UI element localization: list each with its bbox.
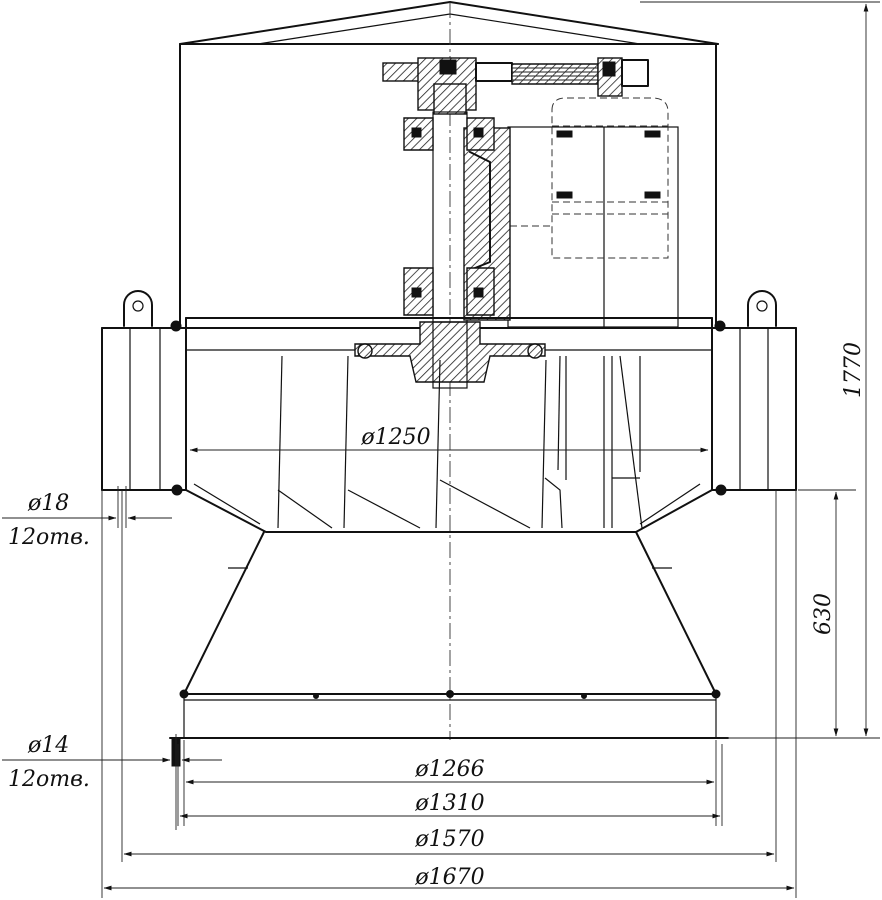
hole-upper-count: 12отв. xyxy=(8,525,90,550)
dim-d1310: ø1310 xyxy=(414,791,484,816)
impeller-housing xyxy=(171,327,727,533)
outlet-diffuser xyxy=(179,531,721,738)
shaft-bearing-unit xyxy=(403,83,511,335)
dim-height-total: 1770 xyxy=(841,342,866,398)
lifting-eye-right xyxy=(747,290,777,327)
dim-height-lower: 630 xyxy=(811,593,836,635)
hole-lower-diameter: ø14 xyxy=(27,733,69,758)
hole-upper-diameter: ø18 xyxy=(27,491,69,516)
dim-d1670: ø1670 xyxy=(414,865,484,890)
lifting-eye-left xyxy=(123,290,153,327)
roof-hood xyxy=(179,1,719,326)
hole-lower-count: 12отв. xyxy=(8,767,90,792)
dim-d1266: ø1266 xyxy=(414,757,484,782)
dimension-labels: ø1250 ø1266 ø1310 ø1570 ø1670 ø18 12отв.… xyxy=(8,342,866,890)
bottom-flange xyxy=(169,734,729,830)
electric-motor xyxy=(507,97,679,328)
dim-d1570: ø1570 xyxy=(414,827,484,852)
dim-d1250: ø1250 xyxy=(360,425,430,450)
impeller-hub xyxy=(354,321,546,389)
belt-drive xyxy=(382,57,649,111)
